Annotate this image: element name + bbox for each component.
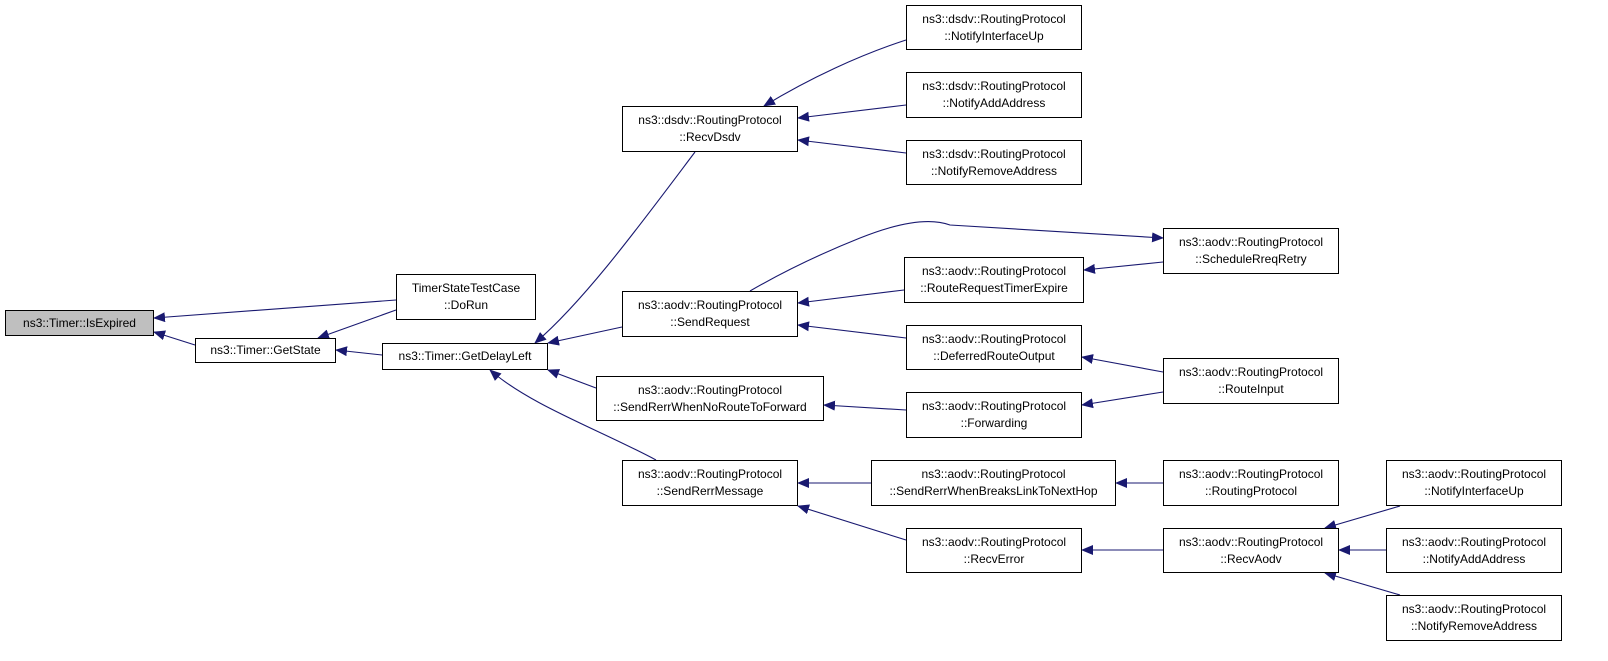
edge-timerstatetestcase-to-getstate bbox=[317, 309, 397, 339]
edge-aodv_recverror-to-aodv_sendrerrmessage bbox=[797, 504, 907, 541]
edge-aodv_schedulerreqretry-to-aodv_routerequesttimerexpire bbox=[1083, 261, 1164, 274]
edge-aodv_notifyinterfaceup-to-aodv_recvaodv bbox=[1324, 505, 1401, 530]
node-label-line2: ::RoutingProtocol bbox=[1204, 484, 1298, 498]
node-dsdv-notifyaddaddress[interactable]: ns3::dsdv::RoutingProtocol ::NotifyAddAd… bbox=[906, 72, 1082, 118]
node-label: ns3::aodv::RoutingProtocol bbox=[637, 467, 783, 481]
edge-aodv_routeinput-to-aodv_deferredrouteoutput bbox=[1081, 354, 1164, 373]
edge-aodv_notifyremoveaddress-to-aodv_recvaodv bbox=[1324, 571, 1401, 596]
node-label: ns3::dsdv::RoutingProtocol bbox=[922, 79, 1066, 93]
edge-dsdv_notifyremoveaddress-to-dsdv_recvdsdv bbox=[797, 136, 907, 154]
node-label: ns3::Timer::GetState bbox=[210, 343, 321, 357]
node-label-line2: ::RecvError bbox=[963, 551, 1025, 566]
node-label-line2: ::SendRerrWhenBreaksLinkToNextHop bbox=[889, 484, 1098, 498]
node-label-line2: ::RecvDsdv bbox=[679, 130, 741, 144]
edge-aodv_routeinput-to-aodv_forwarding bbox=[1081, 391, 1164, 409]
node-label-line2: ::RouteInput bbox=[1218, 382, 1284, 396]
node-label-line2: ::NotifyAddAddress bbox=[1422, 551, 1526, 566]
node-label: ns3::aodv::RoutingProtocol bbox=[1178, 467, 1324, 481]
edge-dsdv_notifyaddaddress-to-dsdv_recvdsdv bbox=[797, 104, 907, 122]
edge-getdelayleft-to-getstate bbox=[335, 346, 383, 357]
node-label: ns3::aodv::RoutingProtocol bbox=[921, 534, 1067, 549]
node-label-line2: ::SendRerrMessage bbox=[656, 484, 764, 498]
edge-timerstatetestcase-to-isexpired bbox=[153, 299, 397, 323]
node-label: ns3::aodv::RoutingProtocol bbox=[1178, 235, 1324, 249]
node-label-line2: ::NotifyRemoveAddress bbox=[1410, 619, 1538, 633]
node-label: ns3::dsdv::RoutingProtocol bbox=[638, 113, 782, 127]
node-aodv-notifyremoveaddress[interactable]: ns3::aodv::RoutingProtocol ::NotifyRemov… bbox=[1386, 595, 1562, 641]
node-label-line2: ::ScheduleRreqRetry bbox=[1195, 252, 1307, 266]
node-aodv-recvaodv[interactable]: ns3::aodv::RoutingProtocol ::RecvAodv bbox=[1163, 528, 1339, 573]
node-label: ns3::aodv::RoutingProtocol bbox=[1401, 602, 1547, 616]
node-label: ns3::dsdv::RoutingProtocol bbox=[922, 11, 1066, 26]
edge-aodv_sendrequest-to-getdelayleft bbox=[547, 326, 623, 346]
node-aodv-notifyinterfaceup[interactable]: ns3::aodv::RoutingProtocol ::NotifyInter… bbox=[1386, 460, 1562, 506]
edge-aodv_forwarding-to-aodv_sendrerrwhennoroute bbox=[823, 400, 907, 411]
node-getdelayleft[interactable]: ns3::Timer::GetDelayLeft bbox=[382, 343, 548, 370]
node-label-line2: ::DeferredRouteOutput bbox=[933, 348, 1055, 363]
node-label: ns3::aodv::RoutingProtocol bbox=[921, 467, 1066, 481]
edge-aodv_routerequesttimerexpire-to-aodv_sendrequest bbox=[797, 289, 905, 307]
node-label-line2: ::Forwarding bbox=[960, 416, 1028, 430]
node-label: ns3::aodv::RoutingProtocol bbox=[921, 399, 1067, 413]
node-timerstatetestcase[interactable]: TimerStateTestCase ::DoRun bbox=[396, 274, 536, 320]
node-aodv-schedulerreqretry[interactable]: ns3::aodv::RoutingProtocol ::ScheduleRre… bbox=[1163, 228, 1339, 274]
node-label: ns3::aodv::RoutingProtocol bbox=[637, 298, 783, 312]
node-label-line2: ::SendRerrWhenNoRouteToForward bbox=[613, 399, 807, 414]
node-aodv-deferredrouteoutput[interactable]: ns3::aodv::RoutingProtocol ::DeferredRou… bbox=[906, 325, 1082, 370]
node-dsdv-notifyinterfaceup[interactable]: ns3::dsdv::RoutingProtocol ::NotifyInter… bbox=[906, 5, 1082, 50]
node-label: ns3::aodv::RoutingProtocol bbox=[1178, 365, 1324, 379]
node-label: ns3::aodv::RoutingProtocol bbox=[1178, 534, 1324, 549]
edge-aodv_sendrequest-to-aodv_schedulerreqretry bbox=[749, 221, 1164, 292]
node-label-line2: ::NotifyInterfaceUp bbox=[944, 28, 1044, 43]
node-label-line2: ::RecvAodv bbox=[1220, 551, 1282, 566]
node-aodv-routerequesttimerexpire[interactable]: ns3::aodv::RoutingProtocol ::RouteReques… bbox=[904, 257, 1084, 303]
edge-aodv_sendrerrwhennoroute-to-getdelayleft bbox=[547, 369, 597, 389]
node-aodv-sendrerrwhenbreakslinktonexthop[interactable]: ns3::aodv::RoutingProtocol ::SendRerrWhe… bbox=[871, 460, 1116, 506]
edge-aodv_deferredrouteoutput-to-aodv_sendrequest bbox=[797, 321, 907, 339]
node-aodv-recverror[interactable]: ns3::aodv::RoutingProtocol ::RecvError bbox=[906, 528, 1082, 573]
edge-dsdv_recvdsdv-to-getdelayleft bbox=[534, 151, 696, 344]
node-label: ns3::aodv::RoutingProtocol bbox=[637, 382, 783, 397]
node-label-line2: ::SendRequest bbox=[670, 315, 750, 329]
node-label: ns3::aodv::RoutingProtocol bbox=[1401, 467, 1547, 481]
node-dsdv-notifyremoveaddress[interactable]: ns3::dsdv::RoutingProtocol ::NotifyRemov… bbox=[906, 140, 1082, 185]
node-label: TimerStateTestCase bbox=[411, 281, 521, 295]
node-aodv-routeinput[interactable]: ns3::aodv::RoutingProtocol ::RouteInput bbox=[1163, 358, 1339, 404]
node-aodv-notifyaddaddress[interactable]: ns3::aodv::RoutingProtocol ::NotifyAddAd… bbox=[1386, 528, 1562, 573]
node-dsdv-recvdsdv[interactable]: ns3::dsdv::RoutingProtocol ::RecvDsdv bbox=[622, 106, 798, 152]
node-label: ns3::Timer::GetDelayLeft bbox=[398, 349, 532, 363]
node-label: ns3::aodv::RoutingProtocol bbox=[921, 264, 1067, 278]
node-aodv-sendrerrmessage[interactable]: ns3::aodv::RoutingProtocol ::SendRerrMes… bbox=[622, 460, 798, 506]
edge-getstate-to-isexpired bbox=[153, 330, 196, 346]
node-isexpired: ns3::Timer::IsExpired bbox=[5, 310, 154, 336]
node-label-line2: ::NotifyAddAddress bbox=[942, 96, 1046, 110]
node-label-line2: ::NotifyRemoveAddress bbox=[930, 163, 1058, 178]
edge-aodv_sendrerrmessage-to-getdelayleft bbox=[489, 369, 657, 461]
node-aodv-routingprotocol-ctor[interactable]: ns3::aodv::RoutingProtocol ::RoutingProt… bbox=[1163, 460, 1339, 506]
edge-dsdv_notifyinterfaceup-to-dsdv_recvdsdv bbox=[763, 39, 907, 107]
node-label-line2: ::RouteRequestTimerExpire bbox=[920, 281, 1068, 295]
node-aodv-forwarding[interactable]: ns3::aodv::RoutingProtocol ::Forwarding bbox=[906, 392, 1082, 438]
node-label: ns3::dsdv::RoutingProtocol bbox=[922, 146, 1066, 161]
node-label-line2: ::NotifyInterfaceUp bbox=[1424, 484, 1524, 498]
node-label: ns3::Timer::IsExpired bbox=[23, 315, 136, 330]
node-aodv-sendrequest[interactable]: ns3::aodv::RoutingProtocol ::SendRequest bbox=[622, 291, 798, 337]
node-label: ns3::aodv::RoutingProtocol bbox=[1401, 534, 1547, 549]
node-getstate[interactable]: ns3::Timer::GetState bbox=[195, 338, 336, 363]
node-label-line2: ::DoRun bbox=[443, 298, 489, 312]
node-aodv-sendrerrwhennoroutetoforward[interactable]: ns3::aodv::RoutingProtocol ::SendRerrWhe… bbox=[596, 376, 824, 421]
node-label: ns3::aodv::RoutingProtocol bbox=[921, 331, 1067, 346]
